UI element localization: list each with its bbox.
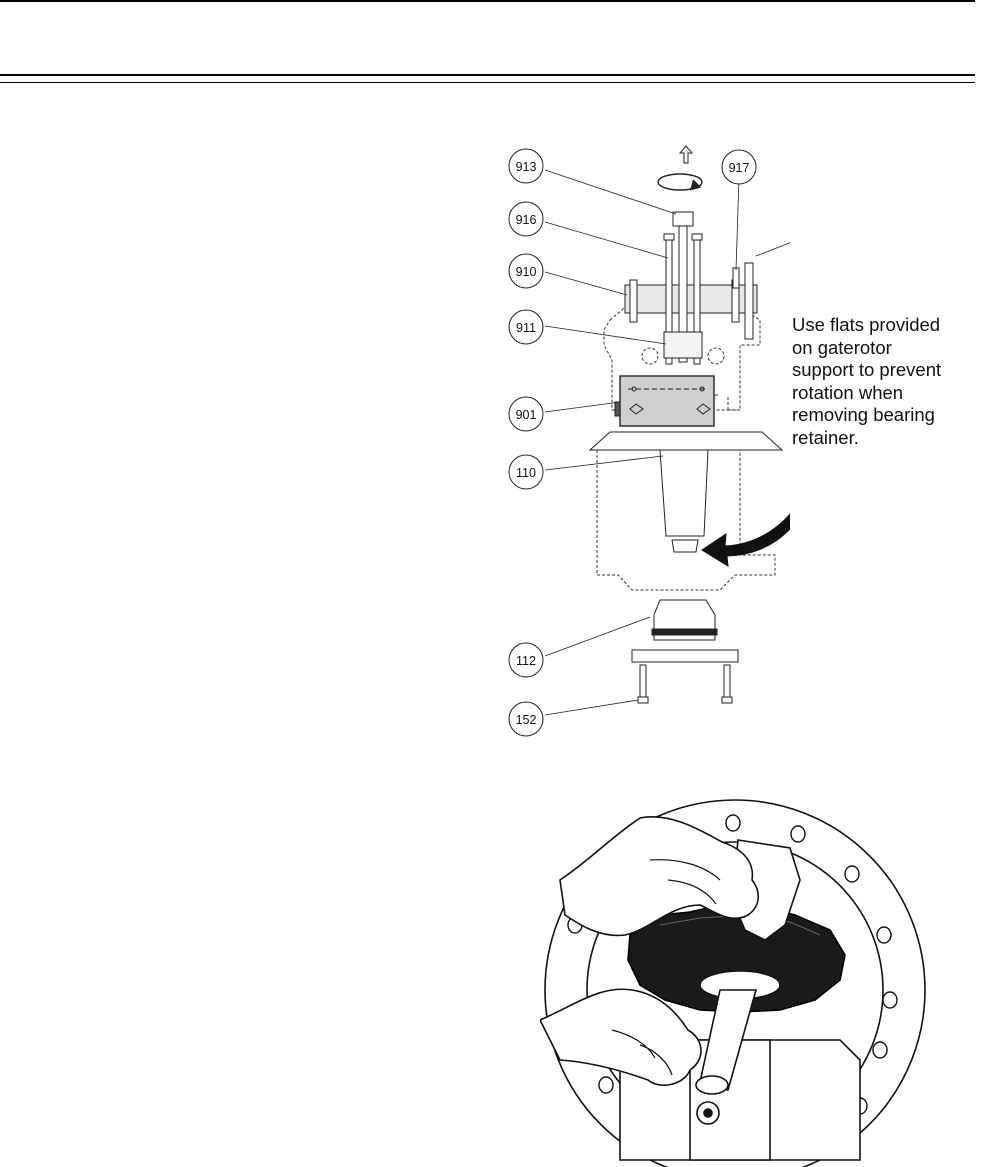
callout-916 (508, 201, 544, 237)
curved-arrow-icon (701, 513, 790, 567)
up-arrow-icon (678, 145, 694, 164)
note-line: support to prevent (792, 359, 942, 381)
note-line: retainer. (792, 426, 859, 448)
callout-910 (508, 253, 544, 289)
note-line: on gaterotor (792, 336, 892, 358)
callout-label: 917 (729, 161, 750, 175)
callout-label: 110 (516, 466, 536, 480)
header-rule-thick (0, 74, 975, 76)
callout-911 (508, 309, 544, 345)
callout-label: 910 (516, 265, 537, 279)
callout-label: 913 (516, 160, 537, 174)
callout-110 (508, 454, 544, 490)
note-line: rotation when (792, 381, 904, 403)
callout-901 (508, 396, 544, 432)
callout-label: 901 (516, 408, 537, 422)
callout-112 (508, 642, 544, 678)
gaterotor-removal-illustration (540, 799, 926, 1167)
rotation-arrow-icon (657, 173, 703, 191)
callout-label: 152 (516, 713, 537, 727)
note-line: removing bearing (792, 404, 935, 426)
callout-917 (721, 149, 757, 185)
note-line: Use flats provided (792, 314, 941, 335)
header-top-rule (0, 0, 975, 2)
bearing-removal-diagram: 913 917 916 914 910 911 901 110 112 152 (508, 145, 790, 737)
callout-152 (508, 701, 544, 737)
callout-label: 112 (516, 654, 536, 668)
header-rule-thin (0, 82, 975, 83)
callout-label: 916 (516, 213, 537, 227)
callout-label: 911 (516, 321, 536, 335)
callout-913 (508, 148, 544, 184)
flats-note: Use flats provided on gaterotor support … (792, 314, 982, 450)
